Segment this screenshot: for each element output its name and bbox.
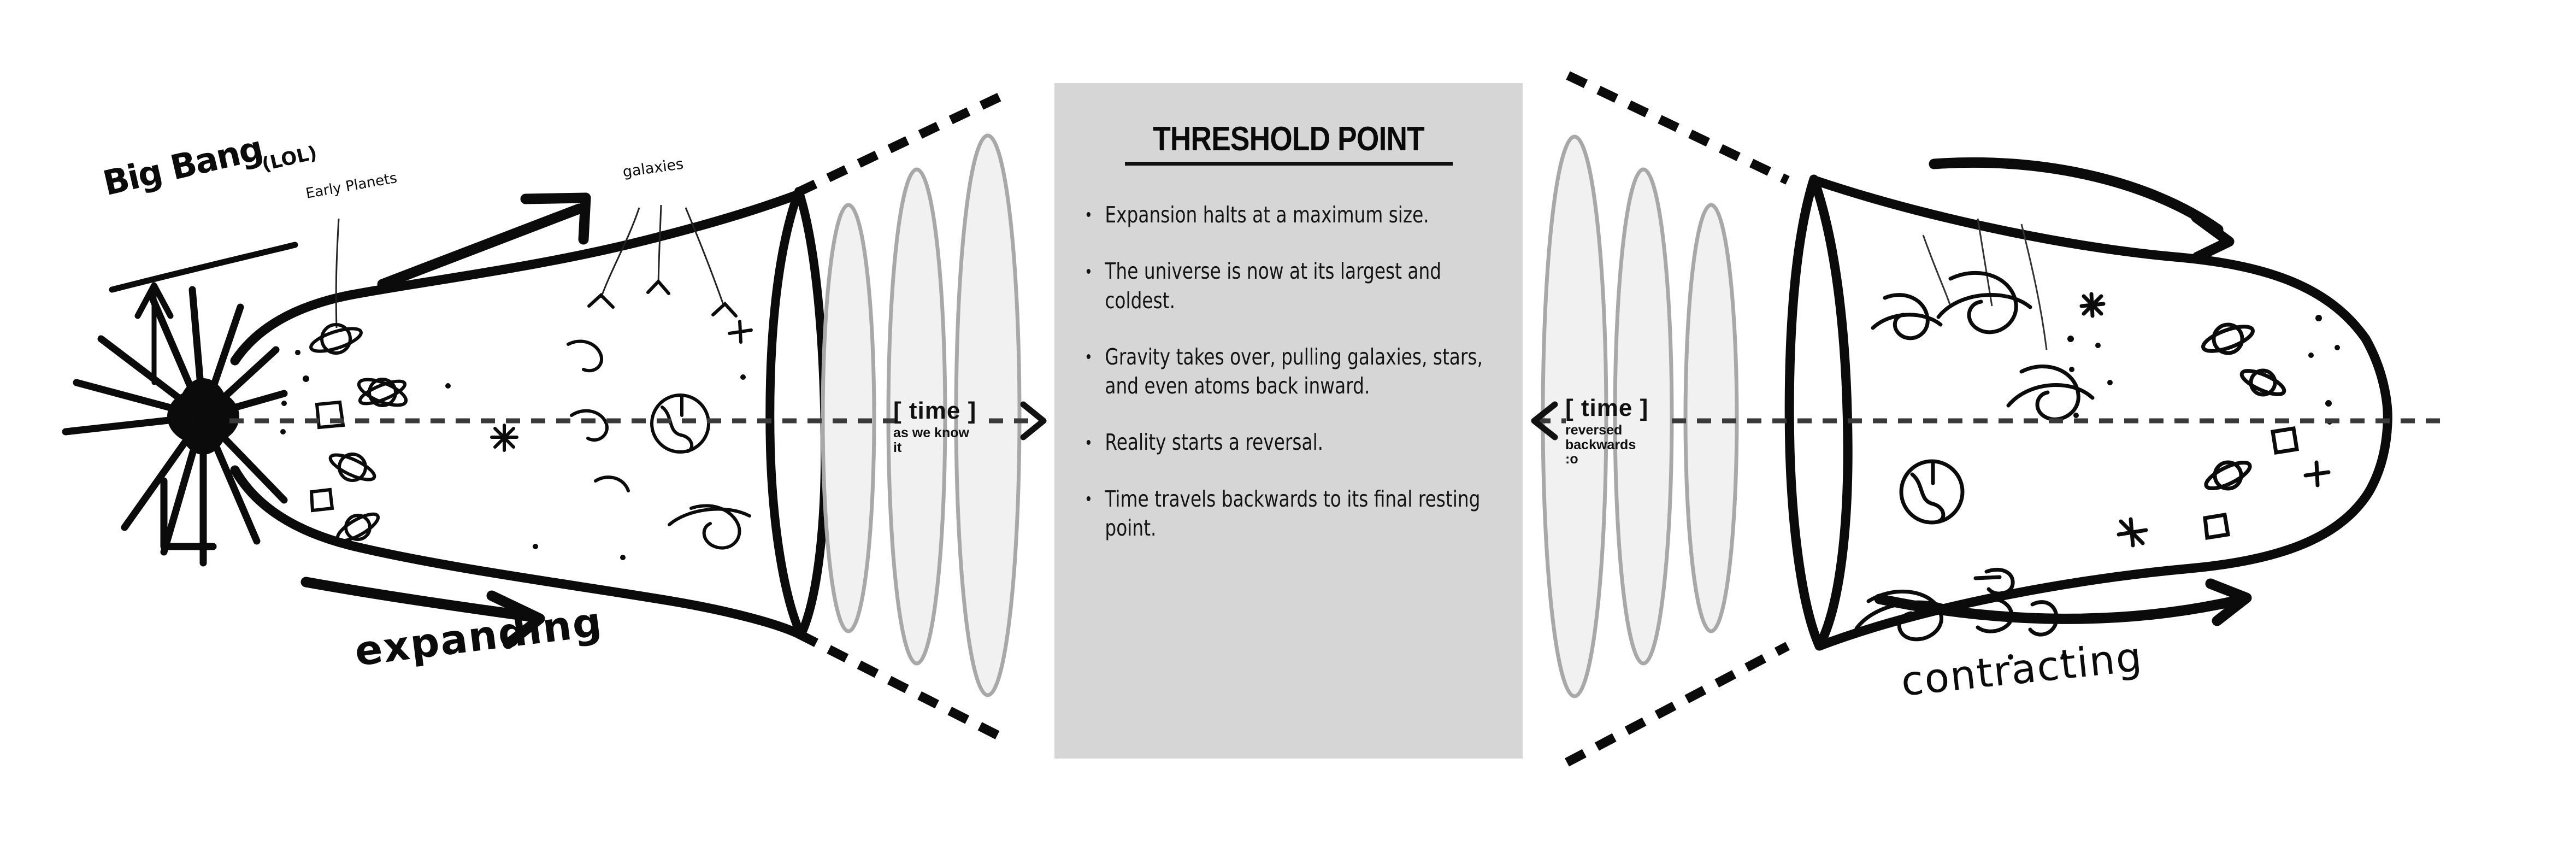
list-item-text: Gravity takes over, pulling galaxies, st… (1105, 343, 1483, 400)
time-label-right-sub: reversed backwards :o (1565, 422, 1636, 467)
list-item: The universe is now at its largest and c… (1084, 257, 1514, 315)
list-item-text: The universe is now at its largest and c… (1105, 258, 1442, 314)
list-item-text: Time travels backwards to its final rest… (1105, 485, 1481, 542)
bullet-dot-icon (1086, 268, 1090, 274)
bullet-dot-icon (1086, 212, 1090, 218)
list-item: Expansion halts at a maximum size. (1084, 201, 1514, 230)
list-item-text: Expansion halts at a maximum size. (1105, 202, 1429, 228)
threshold-bullet-list: Expansion halts at a maximum size. The u… (1084, 201, 1493, 543)
right-divergence-lines (1565, 71, 1790, 767)
right-universe-cone (1784, 157, 2392, 651)
threshold-point-panel: THRESHOLD POINT Expansion halts at a max… (1054, 83, 1523, 759)
list-item-text: Reality starts a reversal. (1105, 429, 1324, 456)
list-item: Reality starts a reversal. (1084, 428, 1514, 457)
left-time-slices (821, 133, 1022, 697)
left-divergence-lines (795, 89, 1010, 745)
left-time-axis (229, 401, 1047, 440)
left-space-objects (277, 320, 753, 560)
title-underline (1124, 162, 1453, 166)
right-time-axis (1531, 401, 2442, 440)
left-universe-cone (230, 187, 830, 649)
time-label-left: [ time ] as we know it (893, 399, 976, 455)
time-label-right: [ time ] reversed backwards :o (1565, 396, 1648, 467)
left-leader-lines (335, 204, 725, 328)
right-time-slices (1541, 134, 1739, 698)
list-item: Time travels backwards to its final rest… (1084, 485, 1514, 543)
bullet-dot-icon (1086, 439, 1090, 445)
time-label-left-sub: as we know it (893, 425, 969, 455)
bullet-dot-icon (1086, 354, 1090, 360)
bullet-dot-icon (1086, 496, 1090, 502)
page-title: THRESHOLD POINT (1153, 120, 1424, 158)
big-bang-singularity (62, 242, 298, 567)
list-item: Gravity takes over, pulling galaxies, st… (1084, 343, 1514, 401)
time-label-left-main: [ time ] (893, 397, 977, 424)
right-space-objects (1854, 271, 2340, 660)
time-label-right-main: [ time ] (1565, 395, 1649, 421)
